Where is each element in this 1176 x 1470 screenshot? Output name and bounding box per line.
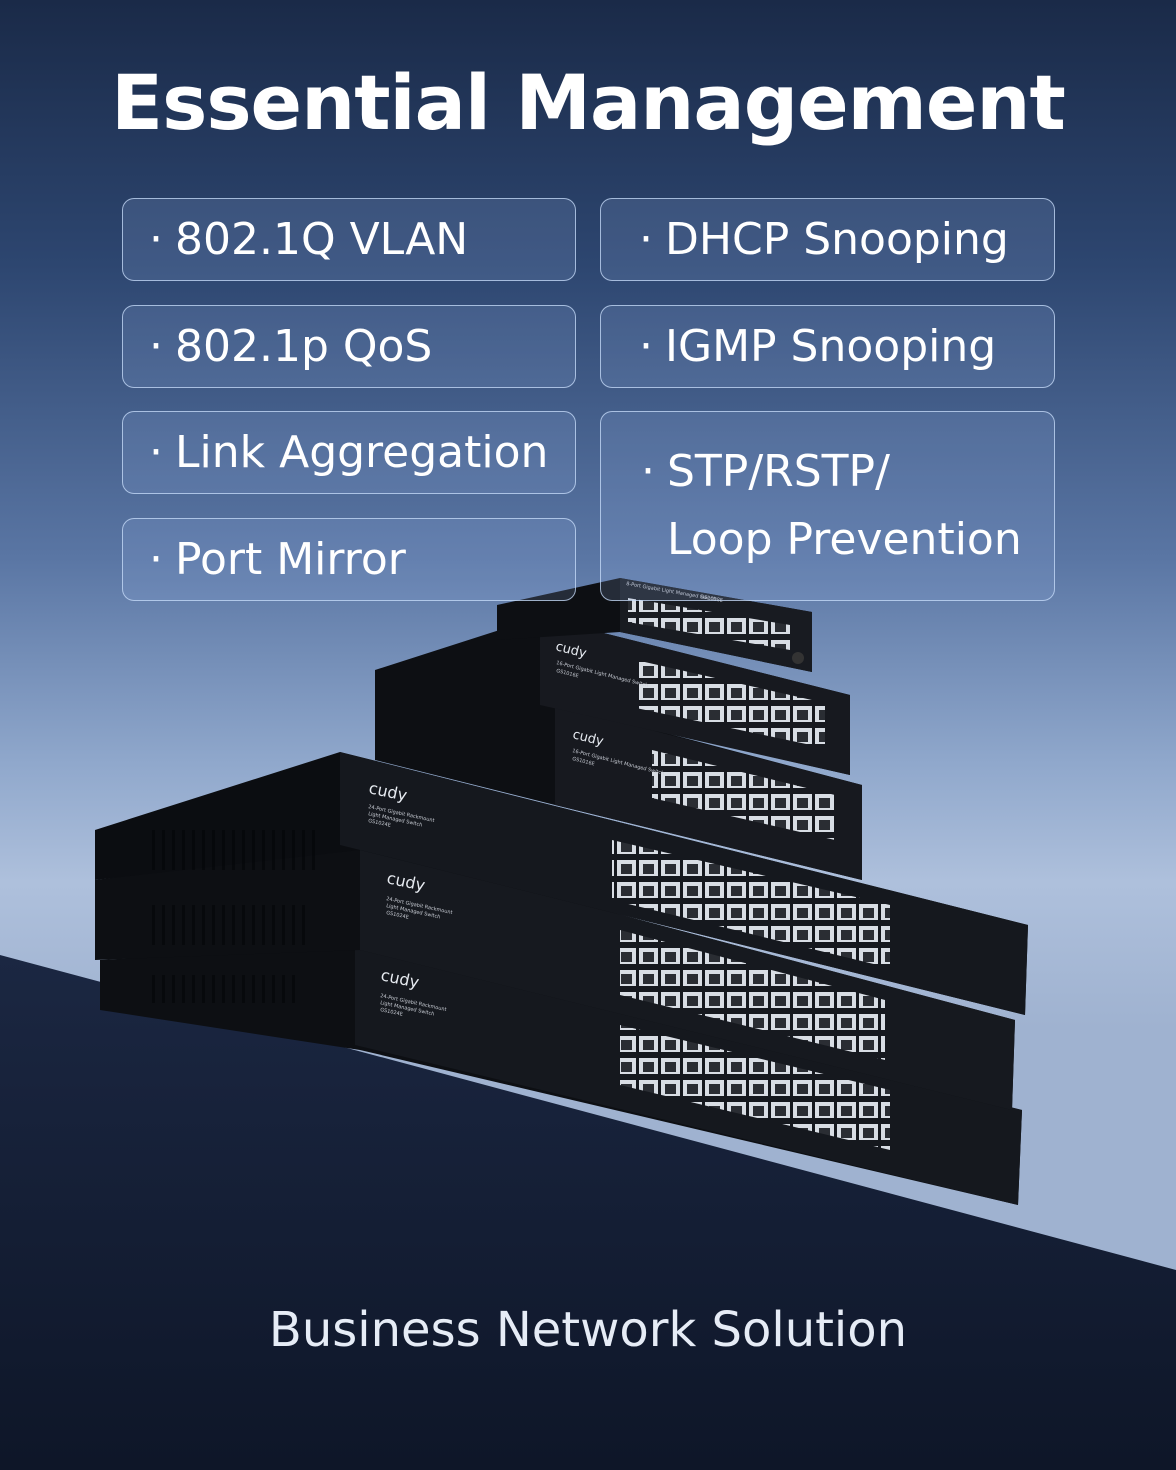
feature-label: Link Aggregation [175,427,549,478]
feature-label: 802.1p QoS [175,321,433,372]
model-number-8: GS1008E [700,594,724,604]
feature-label-line1: ·STP/RSTP/ [641,446,890,497]
bullet-dot: · [639,214,653,265]
brand-logo-16b: cudy [571,727,605,749]
bullet-dot: · [149,214,163,265]
feature-chip-port-mirror: · Port Mirror [122,518,576,601]
brand-logo-16a: cudy [554,639,588,661]
feature-label: IGMP Snooping [665,321,997,372]
model-number-16a: GS1016E [556,668,580,679]
bullet-dot: · [149,534,163,585]
tagline: Business Network Solution [268,1302,908,1358]
bullet-dot: · [149,427,163,478]
feature-chip-stp: ·STP/RSTP/ Loop Prevention [600,411,1055,601]
feature-chip-vlan: · 802.1Q VLAN [122,198,576,281]
model-number-24b: GS1024E [386,910,410,921]
bullet-dot: · [639,321,653,372]
feature-chip-qos: · 802.1p QoS [122,305,576,388]
bullet-dot: · [641,446,655,497]
feature-label-line2: Loop Prevention [667,514,1022,565]
feature-chip-link-aggregation: · Link Aggregation [122,411,576,494]
page-title: Essential Management [111,58,1066,147]
model-number-16b: GS1016E [572,756,596,767]
feature-chip-dhcp-snooping: · DHCP Snooping [600,198,1055,281]
feature-chip-igmp-snooping: · IGMP Snooping [600,305,1055,388]
model-number-24a: GS1024E [368,818,392,829]
feature-label: DHCP Snooping [665,214,1009,265]
feature-label: 802.1Q VLAN [175,214,469,265]
model-number-24c: GS1024E [380,1007,404,1018]
feature-label: Port Mirror [175,534,406,585]
bullet-dot: · [149,321,163,372]
